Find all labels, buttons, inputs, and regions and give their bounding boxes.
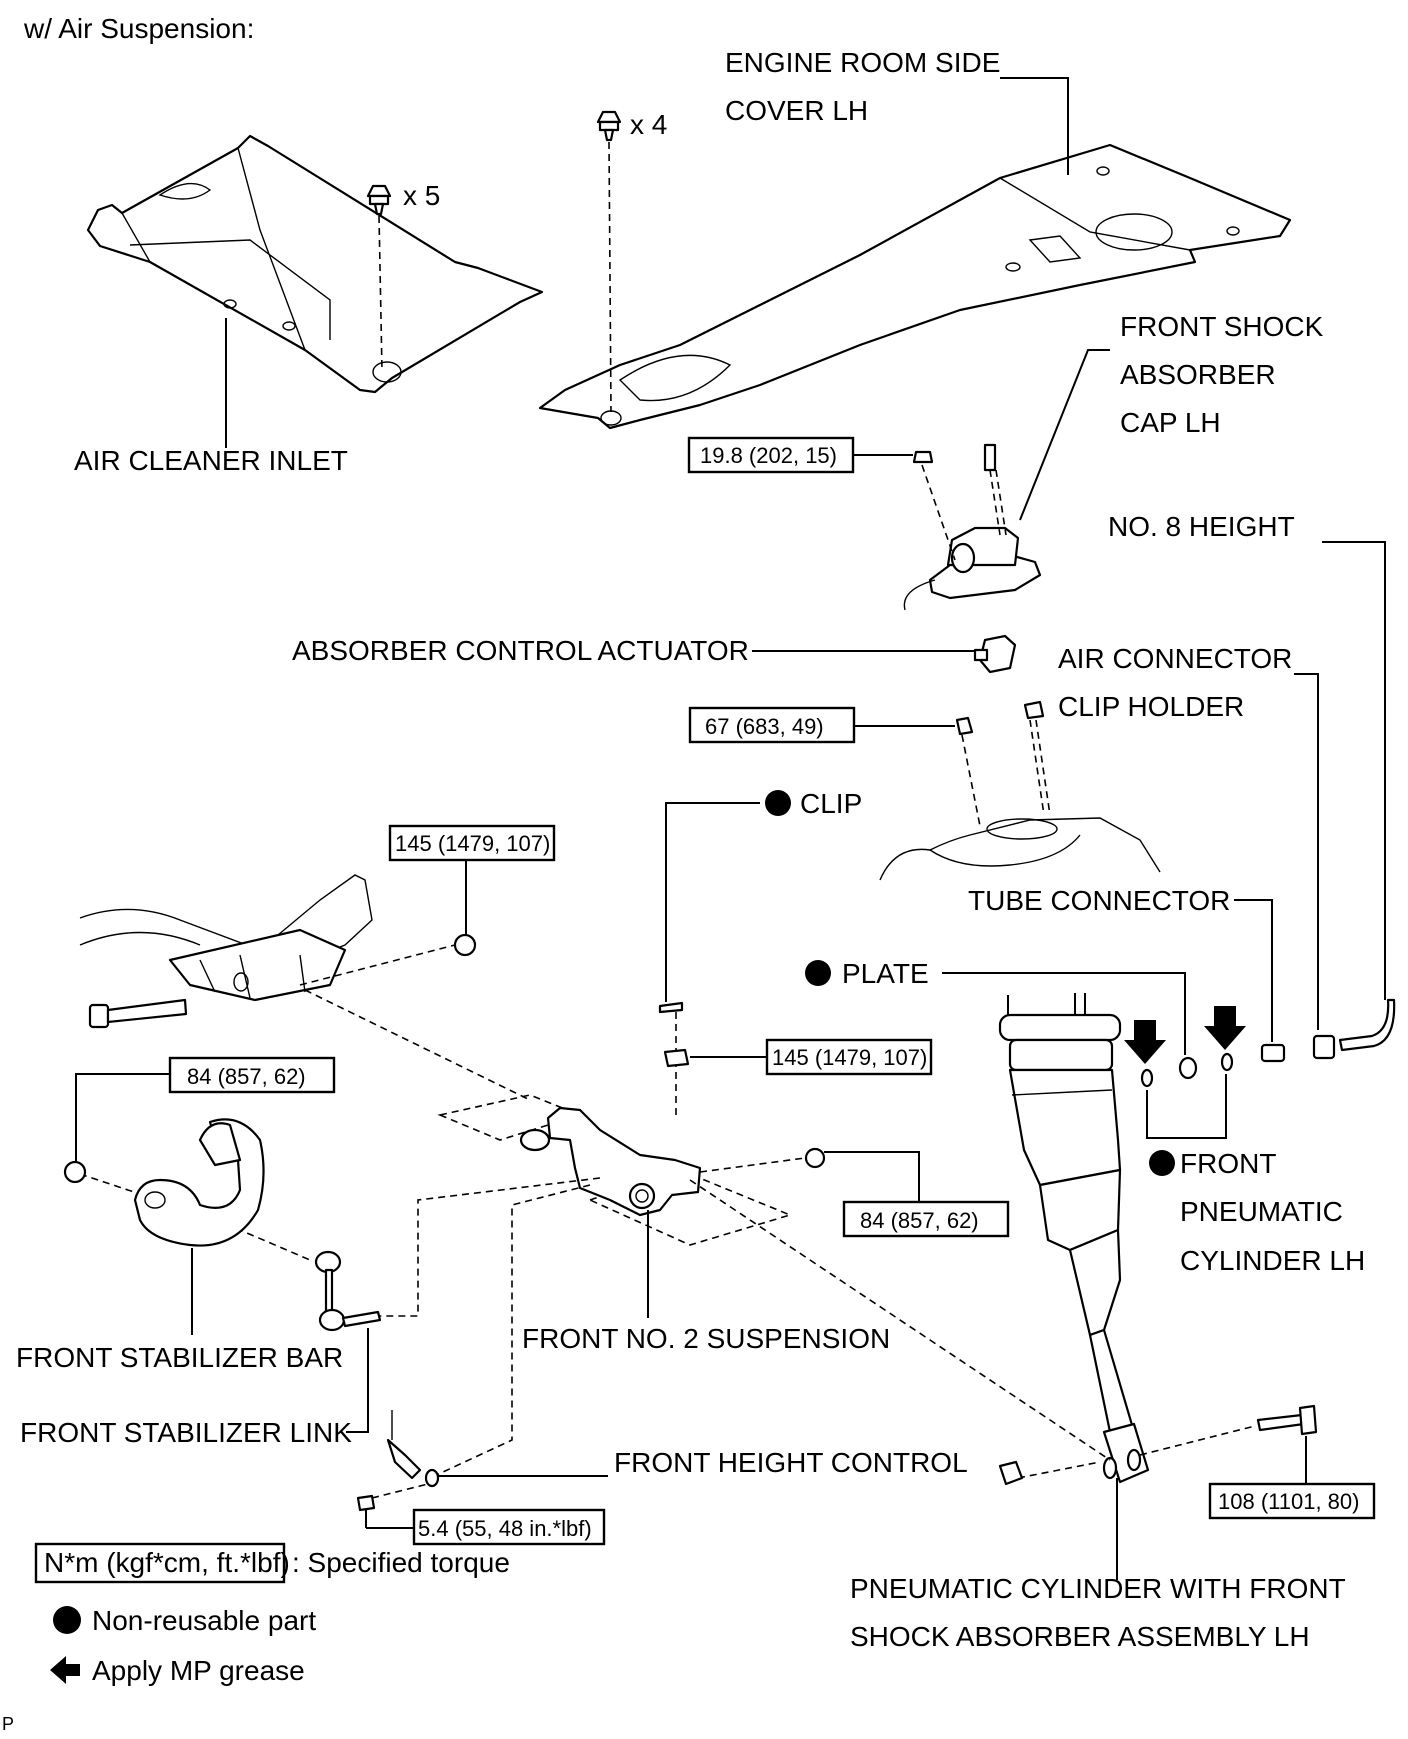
grease-arrow-icon <box>1124 1006 1246 1064</box>
non-reusable-dot-plate <box>805 960 831 986</box>
torque-height-bolt: 5.4 (55, 48 in.*lbf) <box>418 1516 592 1541</box>
label-air-cleaner-inlet: AIR CLEANER INLET <box>74 445 348 476</box>
torque-box-crossmember <box>388 824 556 862</box>
height-bolt-part <box>356 1494 376 1512</box>
label-front-pneu-1: FRONT <box>1180 1148 1276 1179</box>
cap-nut-icon <box>912 443 997 472</box>
label-shock-cap-3: CAP LH <box>1120 407 1221 438</box>
torque-box-stab <box>168 1056 336 1094</box>
engine-room-side-cover-part <box>538 143 1292 430</box>
crossmember-part <box>79 874 373 1002</box>
lower-bolt-part <box>1256 1404 1318 1436</box>
shock-cap-part <box>903 526 1042 611</box>
crossmember-nut-part <box>453 933 477 957</box>
leader-height <box>1322 541 1386 1000</box>
torque-box-arm-rear <box>842 1200 1010 1238</box>
legend-torque-unit: N*m (kgf*cm, ft.*lbf) <box>44 1547 290 1578</box>
absorber-actuator-part <box>973 634 1017 674</box>
label-plate: PLATE <box>842 958 929 989</box>
leader-shock-cap <box>1019 349 1110 521</box>
leader-plate <box>942 972 1186 1055</box>
tube-connector-part <box>1260 998 1396 1063</box>
legend-grease: Apply MP grease <box>92 1655 305 1686</box>
clip-icon-cover <box>596 110 622 142</box>
stabilizer-link-part <box>314 1250 382 1332</box>
height-control-sensor-part <box>386 1410 440 1488</box>
label-shock-cap-1: FRONT SHOCK <box>1120 311 1324 342</box>
leader-arm-rear <box>824 1151 920 1202</box>
label-assembly-1: PNEUMATIC CYLINDER WITH FRONT <box>850 1573 1346 1604</box>
label-tube-connector: TUBE CONNECTOR <box>968 885 1230 916</box>
torque-crossmember-nut: 145 (1479, 107) <box>395 831 550 856</box>
leader-air-connector <box>1294 673 1319 1030</box>
label-front-pneu-3: CYLINDER LH <box>1180 1245 1365 1276</box>
air-suspension-assembly-part <box>998 993 1150 1484</box>
leader-stab-nut <box>75 1073 170 1162</box>
stab-nut-part <box>63 1160 87 1184</box>
label-stabilizer-link: FRONT STABILIZER LINK <box>20 1417 352 1448</box>
legend-torque-box <box>34 1542 286 1584</box>
label-shock-cap-2: ABSORBER <box>1120 359 1276 390</box>
arm-nut-part <box>663 1048 690 1068</box>
torque-stab-nut: 84 (857, 62) <box>187 1064 306 1089</box>
leader-engine-cover <box>1000 77 1069 175</box>
label-engine-room-cover-1: ENGINE ROOM SIDE <box>725 47 1000 78</box>
torque-box-cap <box>687 436 855 474</box>
torque-box-lower <box>1208 1482 1376 1520</box>
legend-non-reusable: Non-reusable part <box>92 1605 316 1636</box>
torque-arm-rear-nut: 84 (857, 62) <box>860 1208 979 1233</box>
air-cleaner-inlet-part <box>86 134 544 394</box>
torque-upper-nut: 67 (683, 49) <box>705 714 824 739</box>
torque-arm-nut: 145 (1479, 107) <box>772 1045 927 1070</box>
clip-qty-cleaner: x 5 <box>403 180 440 211</box>
suspension-arm-part <box>519 1106 702 1217</box>
label-absorber-actuator: ABSORBER CONTROL ACTUATOR <box>292 635 749 666</box>
legend-non-reusable-dot-icon <box>53 1606 81 1634</box>
label-clip: CLIP <box>800 788 862 819</box>
leader-clip <box>665 802 760 1002</box>
label-assembly-2: SHOCK ABSORBER ASSEMBLY LH <box>850 1621 1310 1652</box>
leader-stab-link <box>346 1328 369 1433</box>
torque-cap-nut: 19.8 (202, 15) <box>700 443 837 468</box>
lower-nut-part <box>998 1460 1024 1486</box>
clip-icon-cleaner <box>366 184 392 216</box>
arm-rear-nut-part <box>804 1147 826 1169</box>
plate-part <box>1178 1056 1198 1080</box>
label-front-pneu-2: PNEUMATIC <box>1180 1196 1343 1227</box>
upper-body-panel <box>879 817 1161 881</box>
label-engine-room-cover-2: COVER LH <box>725 95 868 126</box>
legend-grease-arrow-icon <box>50 1656 80 1684</box>
label-height-control: FRONT HEIGHT CONTROL <box>614 1447 968 1478</box>
torque-box-height <box>412 1508 606 1546</box>
leader-tube-connector <box>1234 899 1273 1042</box>
label-height-1: NO. 8 HEIGHT <box>1108 511 1295 542</box>
label-air-connector-2: CLIP HOLDER <box>1058 691 1244 722</box>
corner-mark: P <box>2 1714 14 1734</box>
label-stabilizer-bar: FRONT STABILIZER BAR <box>16 1342 343 1373</box>
o-ring-1 <box>1140 1068 1154 1088</box>
clip-part <box>658 1001 684 1014</box>
non-reusable-dot-clip <box>765 790 791 816</box>
o-ring-2 <box>1220 1052 1234 1072</box>
label-no2-suspension: FRONT NO. 2 SUSPENSION <box>522 1323 890 1354</box>
label-air-connector-1: AIR CONNECTOR <box>1058 643 1292 674</box>
diagram-title: w/ Air Suspension: <box>23 13 254 44</box>
upper-nut-icon <box>955 700 1045 736</box>
stabilizer-bar-part <box>133 1118 265 1247</box>
leader-front-pneu <box>1146 1074 1227 1139</box>
non-reusable-dot-pneumatic <box>1149 1150 1175 1176</box>
torque-lower-bolt: 108 (1101, 80) <box>1218 1489 1359 1514</box>
crossmember-bolt-part <box>88 998 188 1029</box>
clip-qty-cover: x 4 <box>630 109 667 140</box>
legend-torque-desc: : Specified torque <box>292 1547 510 1578</box>
